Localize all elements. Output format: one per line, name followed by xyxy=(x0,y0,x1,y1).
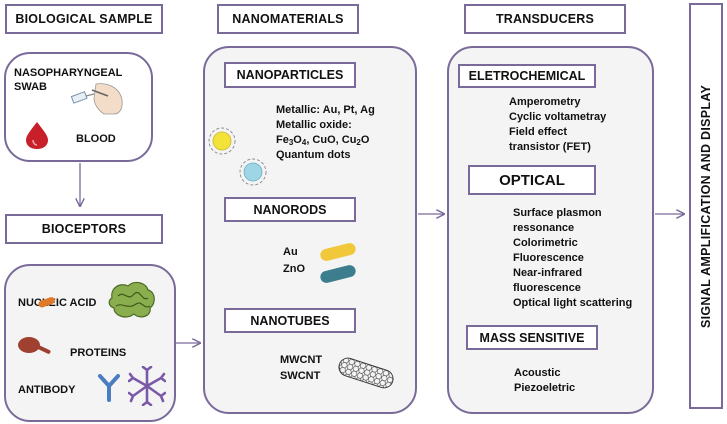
bioceptors-header: BIOCEPTORS xyxy=(5,214,163,244)
optical-item-6: Optical light scattering xyxy=(513,297,633,309)
protein-icon-small xyxy=(38,297,55,308)
electrochemical-item-cyclic: Cyclic voltametray xyxy=(509,111,607,123)
nanoparticles-oxide-formula: Fe3O4, CuO, Cu2O xyxy=(276,134,370,147)
nanomaterials-header: NANOMATERIALS xyxy=(217,4,359,34)
nanorods-item-zno: ZnO xyxy=(283,263,305,275)
nanotubes-title: NANOTUBES xyxy=(224,308,356,333)
electrochemical-item-amperometry: Amperometry xyxy=(509,96,581,108)
nanomaterials-panel xyxy=(203,46,417,414)
optical-item-3: Fluorescence xyxy=(513,252,584,264)
swab-label-line1: NASOPHARYNGEAL xyxy=(14,67,123,79)
nanorods-title: NANORODS xyxy=(224,197,356,222)
nanotubes-item-mwcnt: MWCNT xyxy=(280,354,323,366)
nanorod-icon xyxy=(320,243,356,283)
nucleic-acid-icon xyxy=(108,281,155,318)
swab-label-line2: SWAB xyxy=(14,81,47,93)
transducers-panel xyxy=(447,46,654,414)
blood-label: BLOOD xyxy=(76,133,116,145)
bioceptors-panel: NUCLEIC ACID PROTEINS ANTIBODY xyxy=(4,264,176,422)
nanoparticles-metallic: Metallic: Au, Pt, Ag xyxy=(276,104,375,116)
nanotubes-item-swcnt: SWCNT xyxy=(280,370,321,382)
mass-item-acoustic: Acoustic xyxy=(514,367,561,379)
blood-drop-icon xyxy=(26,122,48,149)
nanoparticles-quantum-dots: Quantum dots xyxy=(276,149,351,161)
signal-amplification-label: SIGNAL AMPLIFICATION AND DISPLAY xyxy=(699,84,713,328)
nucleic-acid-label: NUCLEIC ACID xyxy=(18,297,97,309)
nanoparticle-icon xyxy=(208,127,236,155)
antibody-cluster-icon xyxy=(128,366,166,406)
proteins-label: PROTEINS xyxy=(70,347,127,359)
transducers-header: TRANSDUCERS xyxy=(464,4,626,34)
optical-item-2: Colorimetric xyxy=(513,237,578,249)
protein-icon xyxy=(18,337,51,354)
swab-icon xyxy=(70,83,123,115)
mass-sensitive-title: MASS SENSITIVE xyxy=(466,325,598,350)
nanorods-item-au: Au xyxy=(283,246,298,258)
electrochemical-item-transistor: transistor (FET) xyxy=(509,141,591,153)
antibody-icon xyxy=(98,374,120,402)
nanotube-icon xyxy=(338,357,394,389)
biological-sample-header: BIOLOGICAL SAMPLE xyxy=(5,4,163,34)
biological-sample-panel: NASOPHARYNGEAL SWAB BLOOD xyxy=(4,52,153,162)
mass-item-piezoeletric: Piezoeletric xyxy=(514,382,576,394)
optical-item-4: Near-infrared xyxy=(513,267,583,279)
antibody-label: ANTIBODY xyxy=(18,384,76,396)
optical-title: OPTICAL xyxy=(468,165,596,195)
nanoparticles-title: NANOPARTICLES xyxy=(224,62,356,88)
optical-item-5: fluorescence xyxy=(513,282,581,294)
electrochemical-title: ELETROCHEMICAL xyxy=(458,64,596,88)
nanoparticle-icon-blue xyxy=(239,158,267,186)
electrochemical-item-fet: Field effect xyxy=(509,126,568,138)
nanoparticles-metallic-oxide: Metallic oxide: xyxy=(276,119,352,131)
optical-item-1: ressonance xyxy=(513,222,575,234)
signal-amplification-panel: SIGNAL AMPLIFICATION AND DISPLAY xyxy=(689,3,723,409)
optical-item-0: Surface plasmon xyxy=(513,207,602,219)
